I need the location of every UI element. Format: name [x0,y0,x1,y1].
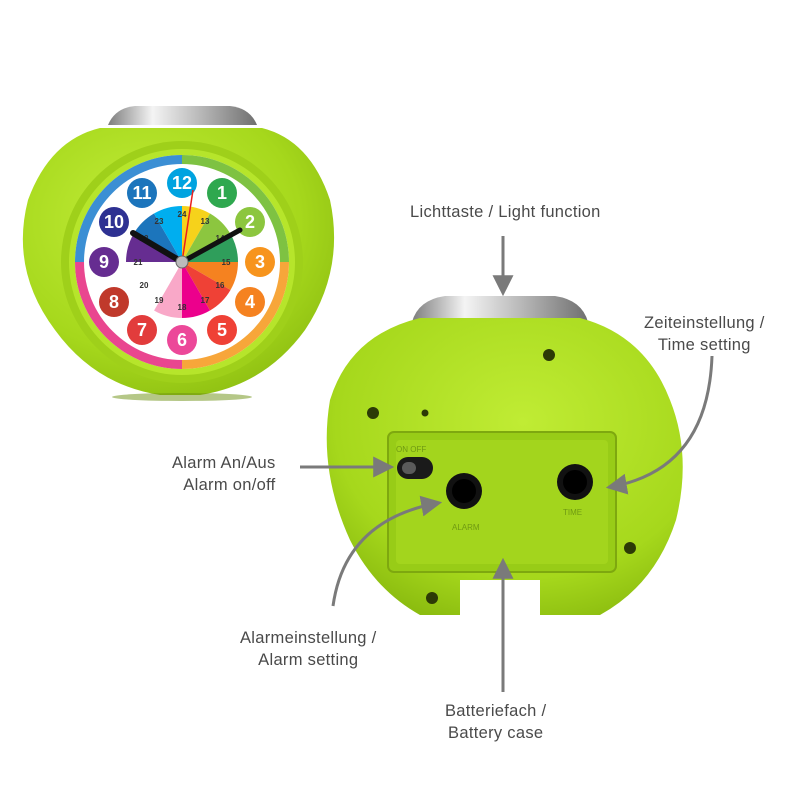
light-button [412,296,588,322]
alarm-knob-label: ALARM [452,523,480,532]
alarm-knob [446,473,482,509]
light-function-label: Lichttaste / Light function [410,203,601,221]
svg-text:23: 23 [155,217,164,226]
time-knob [557,464,593,500]
hour-9: 9 [99,252,109,272]
back-clock: ON OFF ALARM TIME [326,296,683,615]
svg-text:20: 20 [140,281,149,290]
hour-3: 3 [255,252,265,272]
hour-1: 1 [217,183,227,203]
svg-text:19: 19 [155,296,164,305]
hour-10: 10 [104,212,124,232]
callout-arrows [300,236,714,692]
hour-numbers: 12 1 2 3 4 5 6 7 8 9 10 11 [99,173,265,350]
switch-label: ON OFF [396,445,426,454]
svg-text:21: 21 [134,258,143,267]
svg-text:24: 24 [178,210,187,219]
hour-8: 8 [109,292,119,312]
front-clock: 12 1 2 3 4 5 6 7 8 9 10 11 24 13 14 15 1… [22,106,335,401]
alarm-on-off-label: Alarm An/Aus Alarm on/off [172,454,276,494]
battery-case-label: Batteriefach / Battery case [445,702,547,742]
time-knob-label: TIME [563,508,582,517]
clock-hands [130,189,243,269]
hour-6: 6 [177,330,187,350]
hour-2: 2 [245,212,255,232]
hour-12: 12 [172,173,192,193]
svg-text:18: 18 [178,303,187,312]
arrow-time [605,355,714,495]
hour-5: 5 [217,320,227,340]
alarm-setting-label: Alarmeinstellung / Alarm setting [240,629,377,669]
arrow-alarm-setting [331,495,443,607]
hour-7: 7 [137,320,147,340]
alarm-switch [397,457,433,479]
svg-text:15: 15 [222,258,231,267]
svg-text:13: 13 [201,217,210,226]
time-setting-label: Zeiteinstellung / Time setting [644,314,765,354]
hour-4: 4 [245,292,255,312]
svg-text:17: 17 [201,296,210,305]
hour-11: 11 [132,183,151,203]
hour-circles [89,168,275,355]
svg-text:16: 16 [216,281,225,290]
